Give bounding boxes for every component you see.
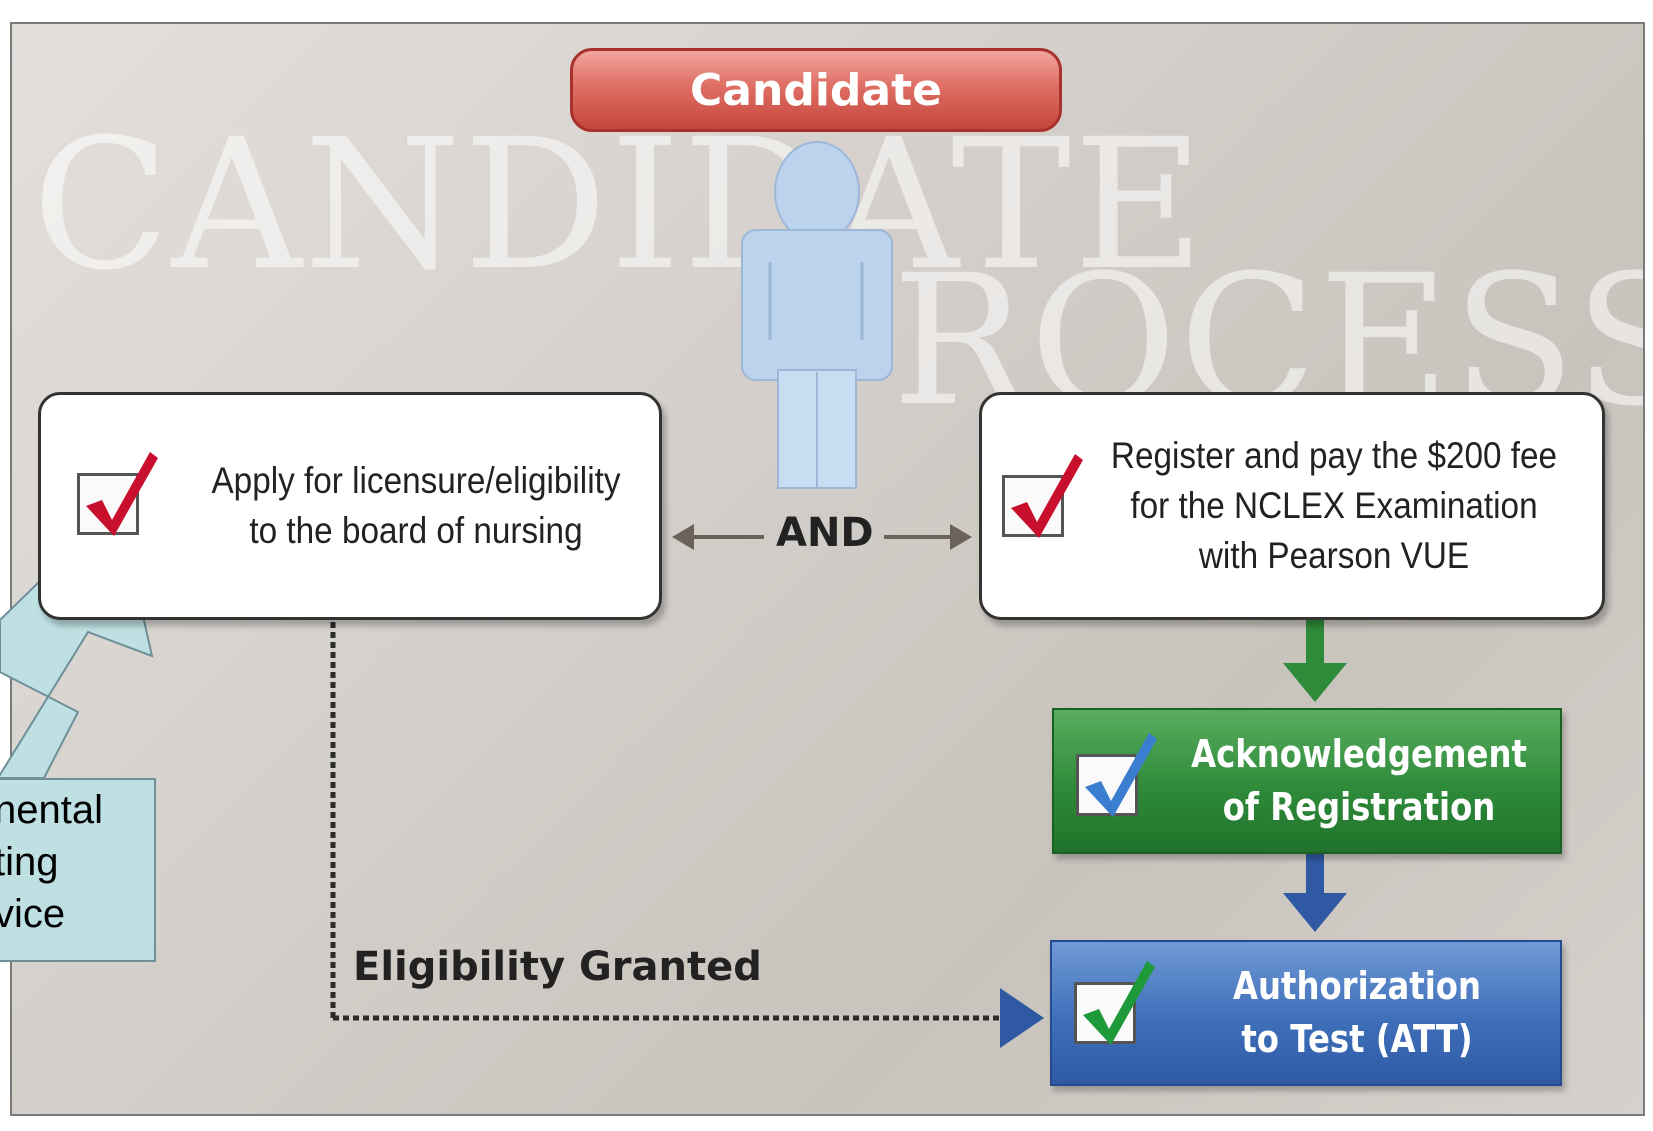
and-label: AND bbox=[776, 510, 874, 556]
and-arrows bbox=[672, 524, 972, 550]
apply-licensure-box: Apply for licensure/eligibility to the b… bbox=[38, 392, 662, 620]
checkbox-icon bbox=[1076, 733, 1157, 817]
apply-licensure-text: Apply for licensure/eligibility to the b… bbox=[211, 460, 621, 551]
register-pay-box: Register and pay the $200 fee for the NC… bbox=[979, 392, 1605, 620]
eligibility-path bbox=[330, 622, 1044, 1048]
person-icon bbox=[741, 141, 893, 489]
authorization-box: Authorization to Test (ATT) bbox=[1050, 940, 1562, 1086]
watermark-candidate: CANDIDATE bbox=[32, 101, 1207, 310]
candidate-header: Candidate bbox=[570, 48, 1062, 132]
checkbox-icon bbox=[77, 452, 158, 536]
acknowledgement-box: Acknowledgement of Registration bbox=[1052, 708, 1562, 854]
authorization-text: Authorization to Test (ATT) bbox=[1233, 963, 1481, 1061]
arrow-icon-green bbox=[1283, 620, 1347, 702]
callout-line: nental bbox=[0, 788, 103, 832]
eligibility-granted-label: Eligibility Granted bbox=[353, 944, 762, 990]
arrow-icon-blue bbox=[1283, 854, 1347, 932]
callout-line: vice bbox=[0, 892, 66, 936]
callout-box: nental ting vice bbox=[0, 778, 156, 962]
acknowledgement-text: Acknowledgement of Registration bbox=[1191, 731, 1527, 829]
callout-line: ting bbox=[0, 840, 59, 884]
checkbox-icon bbox=[1074, 961, 1155, 1045]
checkbox-icon bbox=[1002, 454, 1083, 538]
register-pay-text: Register and pay the $200 fee for the NC… bbox=[1110, 435, 1558, 576]
